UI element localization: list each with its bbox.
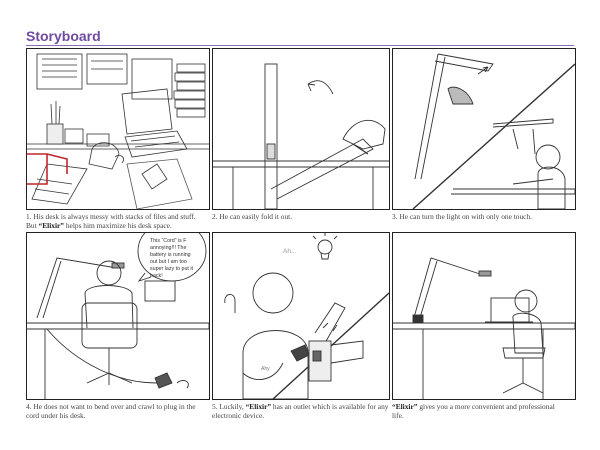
- panel-3-caption: 3. He can turn the light on with only on…: [392, 212, 532, 221]
- panel-1-caption-post: helps him maximize his desk space.: [64, 221, 172, 230]
- svg-text:super lazy to put it: super lazy to put it: [150, 266, 194, 272]
- panel-1-caption: 1. His desk is always messy with stacks …: [26, 212, 216, 230]
- person-with-cord-illustration: [27, 257, 209, 399]
- lamp-touch-illustration: [412, 53, 575, 209]
- bubble-line: super lazy to put it: [150, 266, 194, 272]
- panel-6-caption-line-b: life.: [392, 411, 404, 420]
- desk-clutter-illustration: [27, 53, 209, 209]
- panel-1-sketch: [26, 48, 210, 210]
- bubble-line: out but I am too: [150, 259, 187, 265]
- svg-text:This “Cord” is F: This “Cord” is F: [150, 238, 187, 244]
- brand-name: “Elixir”: [245, 402, 272, 411]
- page-title: Storyboard: [26, 28, 101, 44]
- professional-desk-illustration: [393, 257, 575, 399]
- bubble-line: battery is running: [150, 252, 191, 258]
- panel-5-caption-post: has an outlet which is available for any: [271, 402, 389, 411]
- svg-text:out but I am too: out but I am too: [150, 259, 187, 265]
- panel-6-caption-line-a: gives you a more convenient and professi…: [417, 402, 555, 411]
- panel-4-caption-line-b: cord under his desk.: [26, 411, 86, 420]
- lightbulb-icon: [312, 233, 338, 260]
- outlet-illustration: [224, 233, 389, 399]
- brand-name: “Elixir”: [38, 221, 64, 230]
- lamp-folding-illustration: [213, 63, 389, 209]
- panel-2-sketch: [212, 48, 390, 210]
- panel-5-caption: 5. Luckily, “Elixir” has an outlet which…: [212, 402, 392, 420]
- panel-5-caption-line-b: electronic device.: [212, 411, 265, 420]
- speech-bubble: [137, 233, 207, 282]
- panel-4-caption-line-a: 4. He does not want to bend over and cra…: [26, 402, 196, 411]
- panel-1-caption-pre: But: [26, 221, 39, 230]
- svg-text:battery is running: battery is running: [150, 252, 191, 258]
- plug-label: Ahy: [261, 366, 270, 372]
- panel-6-caption: “Elixir” gives you a more convenient and…: [392, 402, 574, 420]
- brand-name: “Elixir”: [392, 402, 418, 411]
- svg-text:annoying!!! The: annoying!!! The: [150, 245, 186, 251]
- panel-4-sketch: This “Cord” is F annoying!!! The battery…: [26, 232, 210, 400]
- title-divider: [26, 45, 574, 46]
- panel-3-sketch: [392, 48, 576, 210]
- exclaim-text: Ah...: [283, 248, 297, 255]
- bubble-line: back!: [150, 273, 163, 279]
- panel-1-caption-line-a: 1. His desk is always messy with stacks …: [26, 212, 196, 221]
- panel-5-sketch: Ah... Ahy: [212, 232, 390, 400]
- panel-4-caption: 4. He does not want to bend over and cra…: [26, 402, 212, 420]
- panel-6-sketch: [392, 232, 576, 400]
- panel-2-caption: 2. He can easily fold it out.: [212, 212, 293, 221]
- bubble-line: This “Cord” is F: [150, 238, 187, 244]
- svg-text:back!: back!: [150, 273, 163, 279]
- bubble-line: annoying!!! The: [150, 245, 186, 251]
- panel-5-caption-pre: 5. Luckily,: [212, 402, 246, 411]
